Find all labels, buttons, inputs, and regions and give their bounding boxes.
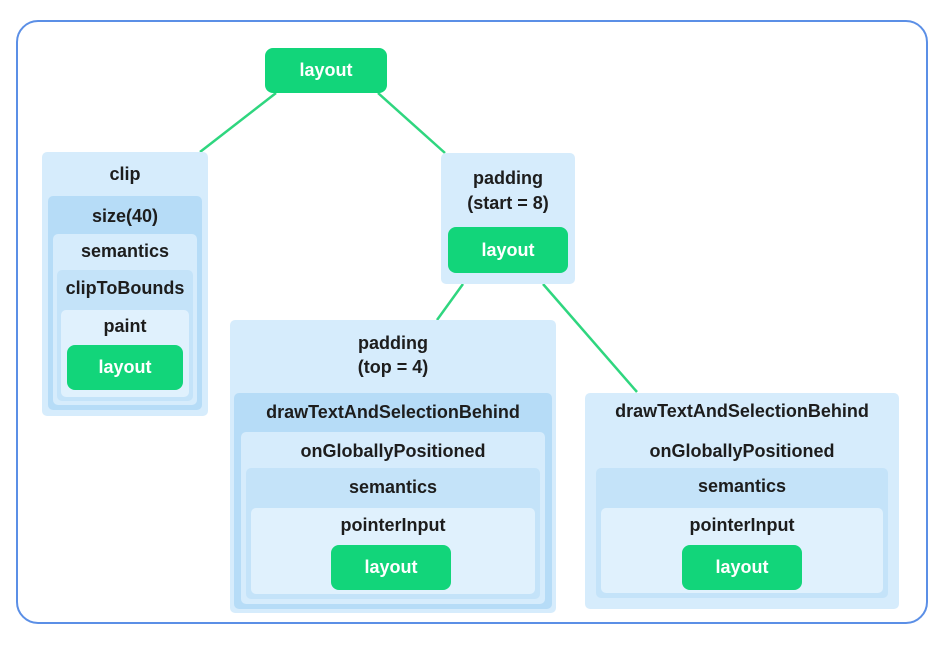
padding-start-layout-node: layout bbox=[448, 227, 568, 273]
onglobally-right-label: onGloballyPositioned bbox=[649, 441, 835, 461]
paint-modifier: paint layout bbox=[61, 310, 189, 397]
padding-top-label-line1: padding bbox=[358, 333, 428, 353]
onglobally-modifier: onGloballyPositioned semantics pointerIn… bbox=[241, 432, 545, 604]
clip-label: clip bbox=[109, 164, 141, 184]
edge-padding-bottomleft bbox=[435, 283, 465, 321]
edge-padding-bottomright bbox=[542, 283, 638, 393]
padding-start-label-line1: padding bbox=[473, 168, 543, 188]
size-modifier: size(40) semantics clipToBounds paint la… bbox=[48, 196, 202, 410]
semantics-bottom-left-label: semantics bbox=[348, 477, 438, 497]
clip-modifier: clip size(40) semantics clipToBounds pai… bbox=[42, 152, 208, 416]
pointerinput-right-modifier: pointerInput layout bbox=[601, 508, 883, 593]
semantics-right-modifier: semantics pointerInput layout bbox=[596, 468, 888, 598]
padding-start-modifier: padding (start = 8) layout bbox=[441, 153, 575, 284]
semantics-label: semantics bbox=[80, 241, 170, 261]
bottom-right-layout-node: layout bbox=[682, 545, 802, 590]
left-layout-node: layout bbox=[67, 345, 183, 390]
onglobally-right-modifier: onGloballyPositioned semantics pointerIn… bbox=[591, 431, 893, 603]
bottom-left-layout-node: layout bbox=[331, 545, 451, 590]
cliptobounds-label: clipToBounds bbox=[65, 278, 185, 298]
edge-root-clip bbox=[199, 92, 277, 153]
semantics-bottom-left-modifier: semantics pointerInput layout bbox=[246, 468, 540, 599]
pointerinput-label: pointerInput bbox=[340, 515, 446, 535]
edge-root-padding bbox=[377, 92, 446, 154]
root-layout-node: layout bbox=[265, 48, 387, 93]
paint-label: paint bbox=[103, 316, 147, 336]
cliptobounds-modifier: clipToBounds paint layout bbox=[57, 270, 193, 401]
pointerinput-modifier: pointerInput layout bbox=[251, 508, 535, 594]
pointerinput-right-label: pointerInput bbox=[689, 515, 795, 535]
padding-top-modifier: padding (top = 4) drawTextAndSelectionBe… bbox=[230, 320, 556, 613]
drawtext-label: drawTextAndSelectionBehind bbox=[266, 402, 520, 422]
drawtext-right-modifier: drawTextAndSelectionBehind onGloballyPos… bbox=[585, 393, 899, 609]
drawtext-right-label: drawTextAndSelectionBehind bbox=[615, 401, 869, 421]
padding-top-label-line2: (top = 4) bbox=[357, 357, 429, 377]
semantics-modifier: semantics clipToBounds paint layout bbox=[53, 234, 197, 405]
semantics-right-label: semantics bbox=[697, 476, 787, 496]
size-label: size(40) bbox=[91, 206, 159, 226]
padding-start-label-line2: (start = 8) bbox=[467, 193, 549, 213]
onglobally-label: onGloballyPositioned bbox=[300, 441, 486, 461]
drawtext-modifier: drawTextAndSelectionBehind onGloballyPos… bbox=[234, 393, 552, 609]
